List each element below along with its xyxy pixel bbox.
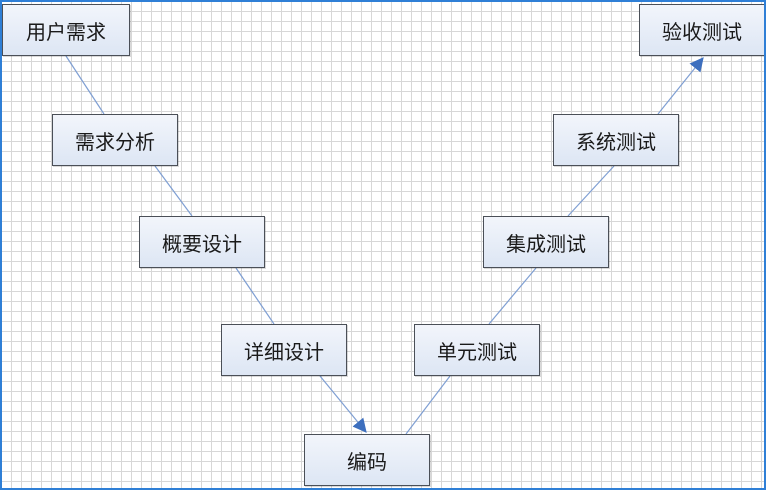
stage-label-coding: 编码 xyxy=(347,449,387,474)
stage-label-acceptance-test: 验收测试 xyxy=(662,19,742,44)
stage-box-coding: 编码 xyxy=(304,434,430,486)
connector-unit-test-to-integ-test xyxy=(488,267,537,325)
stage-label-user-requirements: 用户需求 xyxy=(26,19,106,44)
stage-box-requirements-analysis: 需求分析 xyxy=(52,114,178,166)
stage-box-system-test: 系统测试 xyxy=(553,114,679,166)
connector-detail-to-coding-arrow xyxy=(319,375,367,433)
stage-label-integration-test: 集成测试 xyxy=(506,231,586,256)
stage-label-unit-test: 单元测试 xyxy=(437,339,517,364)
stage-box-unit-test: 单元测试 xyxy=(414,324,540,376)
stage-label-outline-design: 概要设计 xyxy=(162,231,242,256)
connector-sys-test-to-accept-test-arrow xyxy=(657,57,704,115)
connector-integ-test-to-sys-test xyxy=(567,165,615,217)
stage-label-system-test: 系统测试 xyxy=(576,129,656,154)
stage-box-integration-test: 集成测试 xyxy=(483,216,609,268)
stage-label-detailed-design: 详细设计 xyxy=(244,339,324,364)
connector-req-anal-to-outline xyxy=(154,165,193,217)
connector-outline-to-detail xyxy=(235,267,275,325)
connector-user-req-to-req-anal xyxy=(65,55,105,115)
stage-box-acceptance-test: 验收测试 xyxy=(639,4,764,56)
stage-box-outline-design: 概要设计 xyxy=(139,216,265,268)
stage-box-user-requirements: 用户需求 xyxy=(2,4,130,56)
stage-box-detailed-design: 详细设计 xyxy=(221,324,347,376)
connector-coding-to-unit-test xyxy=(405,375,451,435)
stage-label-requirements-analysis: 需求分析 xyxy=(75,129,155,154)
